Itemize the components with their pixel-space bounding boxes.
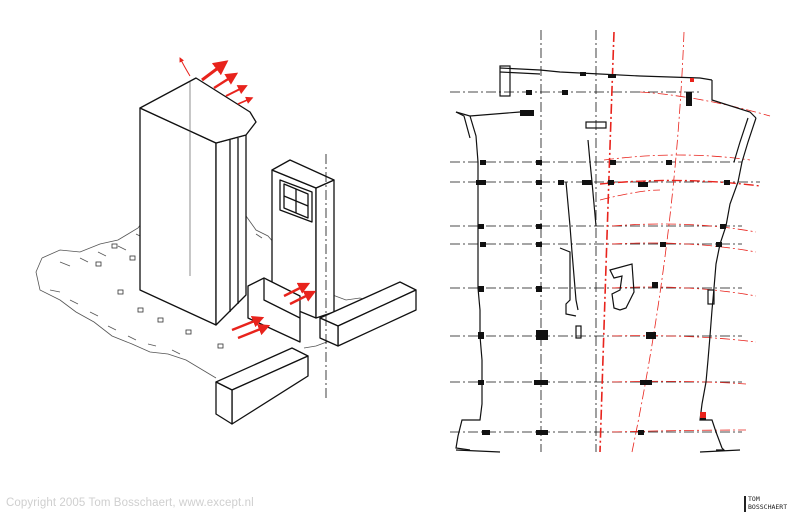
logo-bottom-text: BOSSCHAERT (748, 503, 788, 511)
wind-arrows-lower (231, 282, 317, 340)
plan-grid-horizontal (450, 91, 760, 433)
plan-outline (455, 65, 757, 453)
logo-top-text: TOM (748, 495, 760, 503)
copyright-text: Copyright 2005 Tom Bosschaert, www.excep… (6, 497, 254, 509)
author-logo: TOM BOSSCHAERT (744, 495, 792, 512)
axonometric-view (35, 57, 417, 425)
wind-arrows-top (179, 57, 254, 105)
plan-red-marks (690, 78, 706, 418)
tall-tower (139, 77, 257, 326)
thin-tower (271, 159, 335, 319)
plan-grid-red (599, 31, 771, 453)
plan-grid-vertical (540, 30, 597, 452)
logo-bar (744, 496, 746, 512)
floor-plan-view (450, 30, 771, 453)
plan-columns (476, 72, 730, 435)
